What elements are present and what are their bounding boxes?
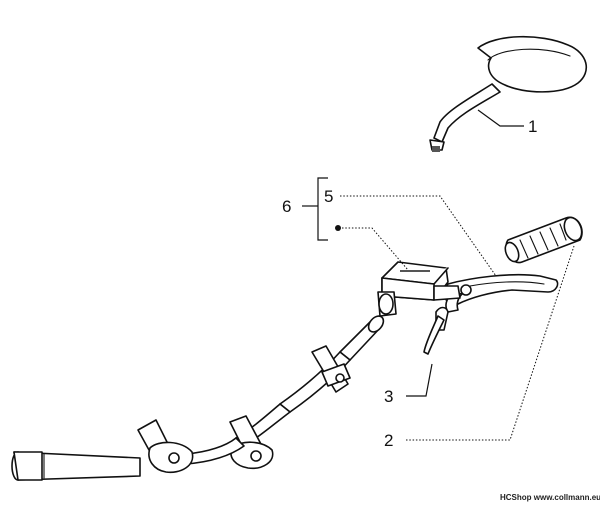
label-part-3: 3 — [384, 387, 393, 406]
footer-credit: HCShop www.collmann.eu — [500, 493, 600, 502]
bullet-marker — [335, 225, 341, 231]
mirror-part — [429, 35, 588, 152]
brake-lever-part — [443, 273, 559, 313]
master-cylinder-part — [377, 261, 461, 317]
leader-lines — [302, 109, 575, 441]
handlebar-tube-part — [11, 315, 385, 481]
group-bracket — [317, 177, 341, 241]
grip-part — [504, 216, 583, 264]
label-part-2: 2 — [384, 431, 393, 450]
label-part-6: 6 — [282, 197, 291, 216]
label-part-5: 5 — [324, 187, 333, 206]
brake-switch-part — [423, 306, 449, 355]
label-part-1: 1 — [528, 117, 537, 136]
